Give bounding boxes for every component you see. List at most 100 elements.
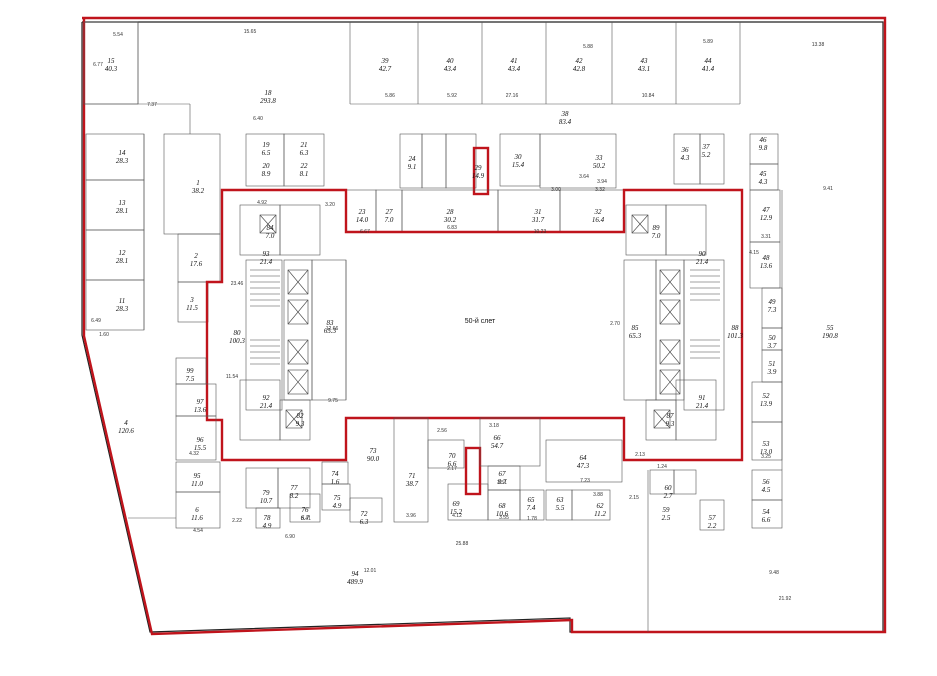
room-labels: 1540.318293.83942.74043.44143.44242.8434… <box>105 57 839 586</box>
room-area: 54.7 <box>491 442 504 450</box>
room-number: 68 <box>499 502 507 510</box>
room-area: 14.0 <box>356 216 369 224</box>
dimension-label: 3.41 <box>301 516 311 522</box>
dimension-label: 6.40 <box>253 116 263 122</box>
room-area: 12.9 <box>760 214 773 222</box>
room-number: 89 <box>653 224 661 232</box>
room-area: 4.3 <box>681 154 690 162</box>
dimension-label: 6.49 <box>91 318 101 324</box>
room-area: 6.3 <box>360 518 369 526</box>
dimension-label: 5.88 <box>583 44 593 50</box>
room-number: 47 <box>763 206 771 214</box>
room-number: 67 <box>499 470 507 478</box>
room-number: 97 <box>197 398 205 406</box>
room-number: 4 <box>124 419 128 427</box>
dimension-label: 15.65 <box>244 29 257 35</box>
bottom-rooms <box>128 357 725 632</box>
room-area: 120.6 <box>118 427 134 435</box>
dimension-label: 4.12 <box>452 513 462 519</box>
dimension-label: 2.56 <box>437 428 447 434</box>
room-area: 21.4 <box>260 258 273 266</box>
room-area: 4.9 <box>263 522 272 530</box>
room-number: 56 <box>763 478 771 486</box>
room-area: 4.5 <box>762 486 771 494</box>
room-number: 66 <box>494 434 502 442</box>
dimension-label: 3.00 <box>551 187 561 193</box>
dimension-label: 3.31 <box>761 234 771 240</box>
dimension-label: 3.88 <box>593 492 603 498</box>
room-area: 8.9 <box>262 170 271 178</box>
core-boundary <box>205 188 744 462</box>
room-area: 65.3 <box>629 332 642 340</box>
room-number: 22 <box>301 162 309 170</box>
room-number: 74 <box>332 470 340 478</box>
dimension-label: 6.67 <box>360 229 370 235</box>
right-stairs <box>690 269 720 359</box>
room-area: 21.4 <box>260 402 273 410</box>
room-area: 6.6 <box>448 460 457 468</box>
dimension-label: 3.32 <box>595 187 605 193</box>
dimension-label: 2.13 <box>635 452 645 458</box>
room-area: 6.7 <box>301 514 310 522</box>
room-area: 190.8 <box>822 332 838 340</box>
room-area: 43.4 <box>444 65 457 73</box>
dimension-label: 6.90 <box>285 534 295 540</box>
room-number: 19 <box>263 141 271 149</box>
room-number: 78 <box>264 514 272 522</box>
room-area: 11.0 <box>191 480 203 488</box>
room-area: 31.7 <box>531 216 545 224</box>
room-area: 6.5 <box>262 149 271 157</box>
room-area: 11.2 <box>594 510 606 518</box>
dimension-label: 12.66 <box>326 326 339 332</box>
room-number: 73 <box>370 447 378 455</box>
room-area: 13.0 <box>760 448 773 456</box>
dimension-label: 1.24 <box>657 464 667 470</box>
room-area: 4.9 <box>333 502 342 510</box>
room-area: 6.6 <box>762 516 771 524</box>
room-area: 65.3 <box>324 327 337 335</box>
dimension-label: 3.96 <box>406 513 416 519</box>
room-area: 9.3 <box>296 420 305 428</box>
room-number: 53 <box>763 440 771 448</box>
dimension-label: 27.16 <box>506 93 519 99</box>
room-number: 96 <box>197 436 205 444</box>
room-area: 2.5 <box>662 514 671 522</box>
floor-center-label: 50-й слет <box>465 317 496 325</box>
room-area: 28.1 <box>116 207 128 215</box>
room-number: 44 <box>705 57 713 65</box>
right-offices <box>749 189 783 529</box>
room-area: 83.4 <box>559 118 572 126</box>
dimension-label: 3.20 <box>325 202 335 208</box>
room-area: 13.6 <box>760 262 773 270</box>
room-number: 71 <box>409 472 416 480</box>
room-area: 11.5 <box>186 304 198 312</box>
dimension-label: 10.84 <box>642 93 655 99</box>
room-area: 489.9 <box>347 578 363 586</box>
room-number: 3 <box>189 296 194 304</box>
dimension-label: 9.48 <box>769 570 779 576</box>
dimension-label: 3.51 <box>497 480 507 486</box>
room-area: 42.8 <box>573 65 586 73</box>
room-number: 82 <box>297 412 305 420</box>
top-offices <box>83 21 741 134</box>
room-number: 87 <box>667 412 675 420</box>
room-number: 24 <box>409 155 417 163</box>
room-number: 40 <box>447 57 455 65</box>
room-area: 3.7 <box>767 342 777 350</box>
boundary-highlight-outer <box>82 16 887 636</box>
left-stairs <box>250 269 280 365</box>
left-offices <box>85 133 221 331</box>
room-number: 92 <box>263 394 271 402</box>
room-area: 7.5 <box>186 375 195 383</box>
room-number: 72 <box>361 510 369 518</box>
room-area: 43.1 <box>638 65 650 73</box>
room-number: 41 <box>511 57 518 65</box>
dimension-label: 2.22 <box>232 518 242 524</box>
room-area: 16.4 <box>592 216 605 224</box>
room-area: 8.7 <box>498 478 507 486</box>
dimension-label: 5.54 <box>113 32 123 38</box>
room-number: 54 <box>763 508 771 516</box>
room-number: 50 <box>769 334 777 342</box>
room-area: 28.1 <box>116 257 128 265</box>
room-number: 38 <box>561 110 570 118</box>
